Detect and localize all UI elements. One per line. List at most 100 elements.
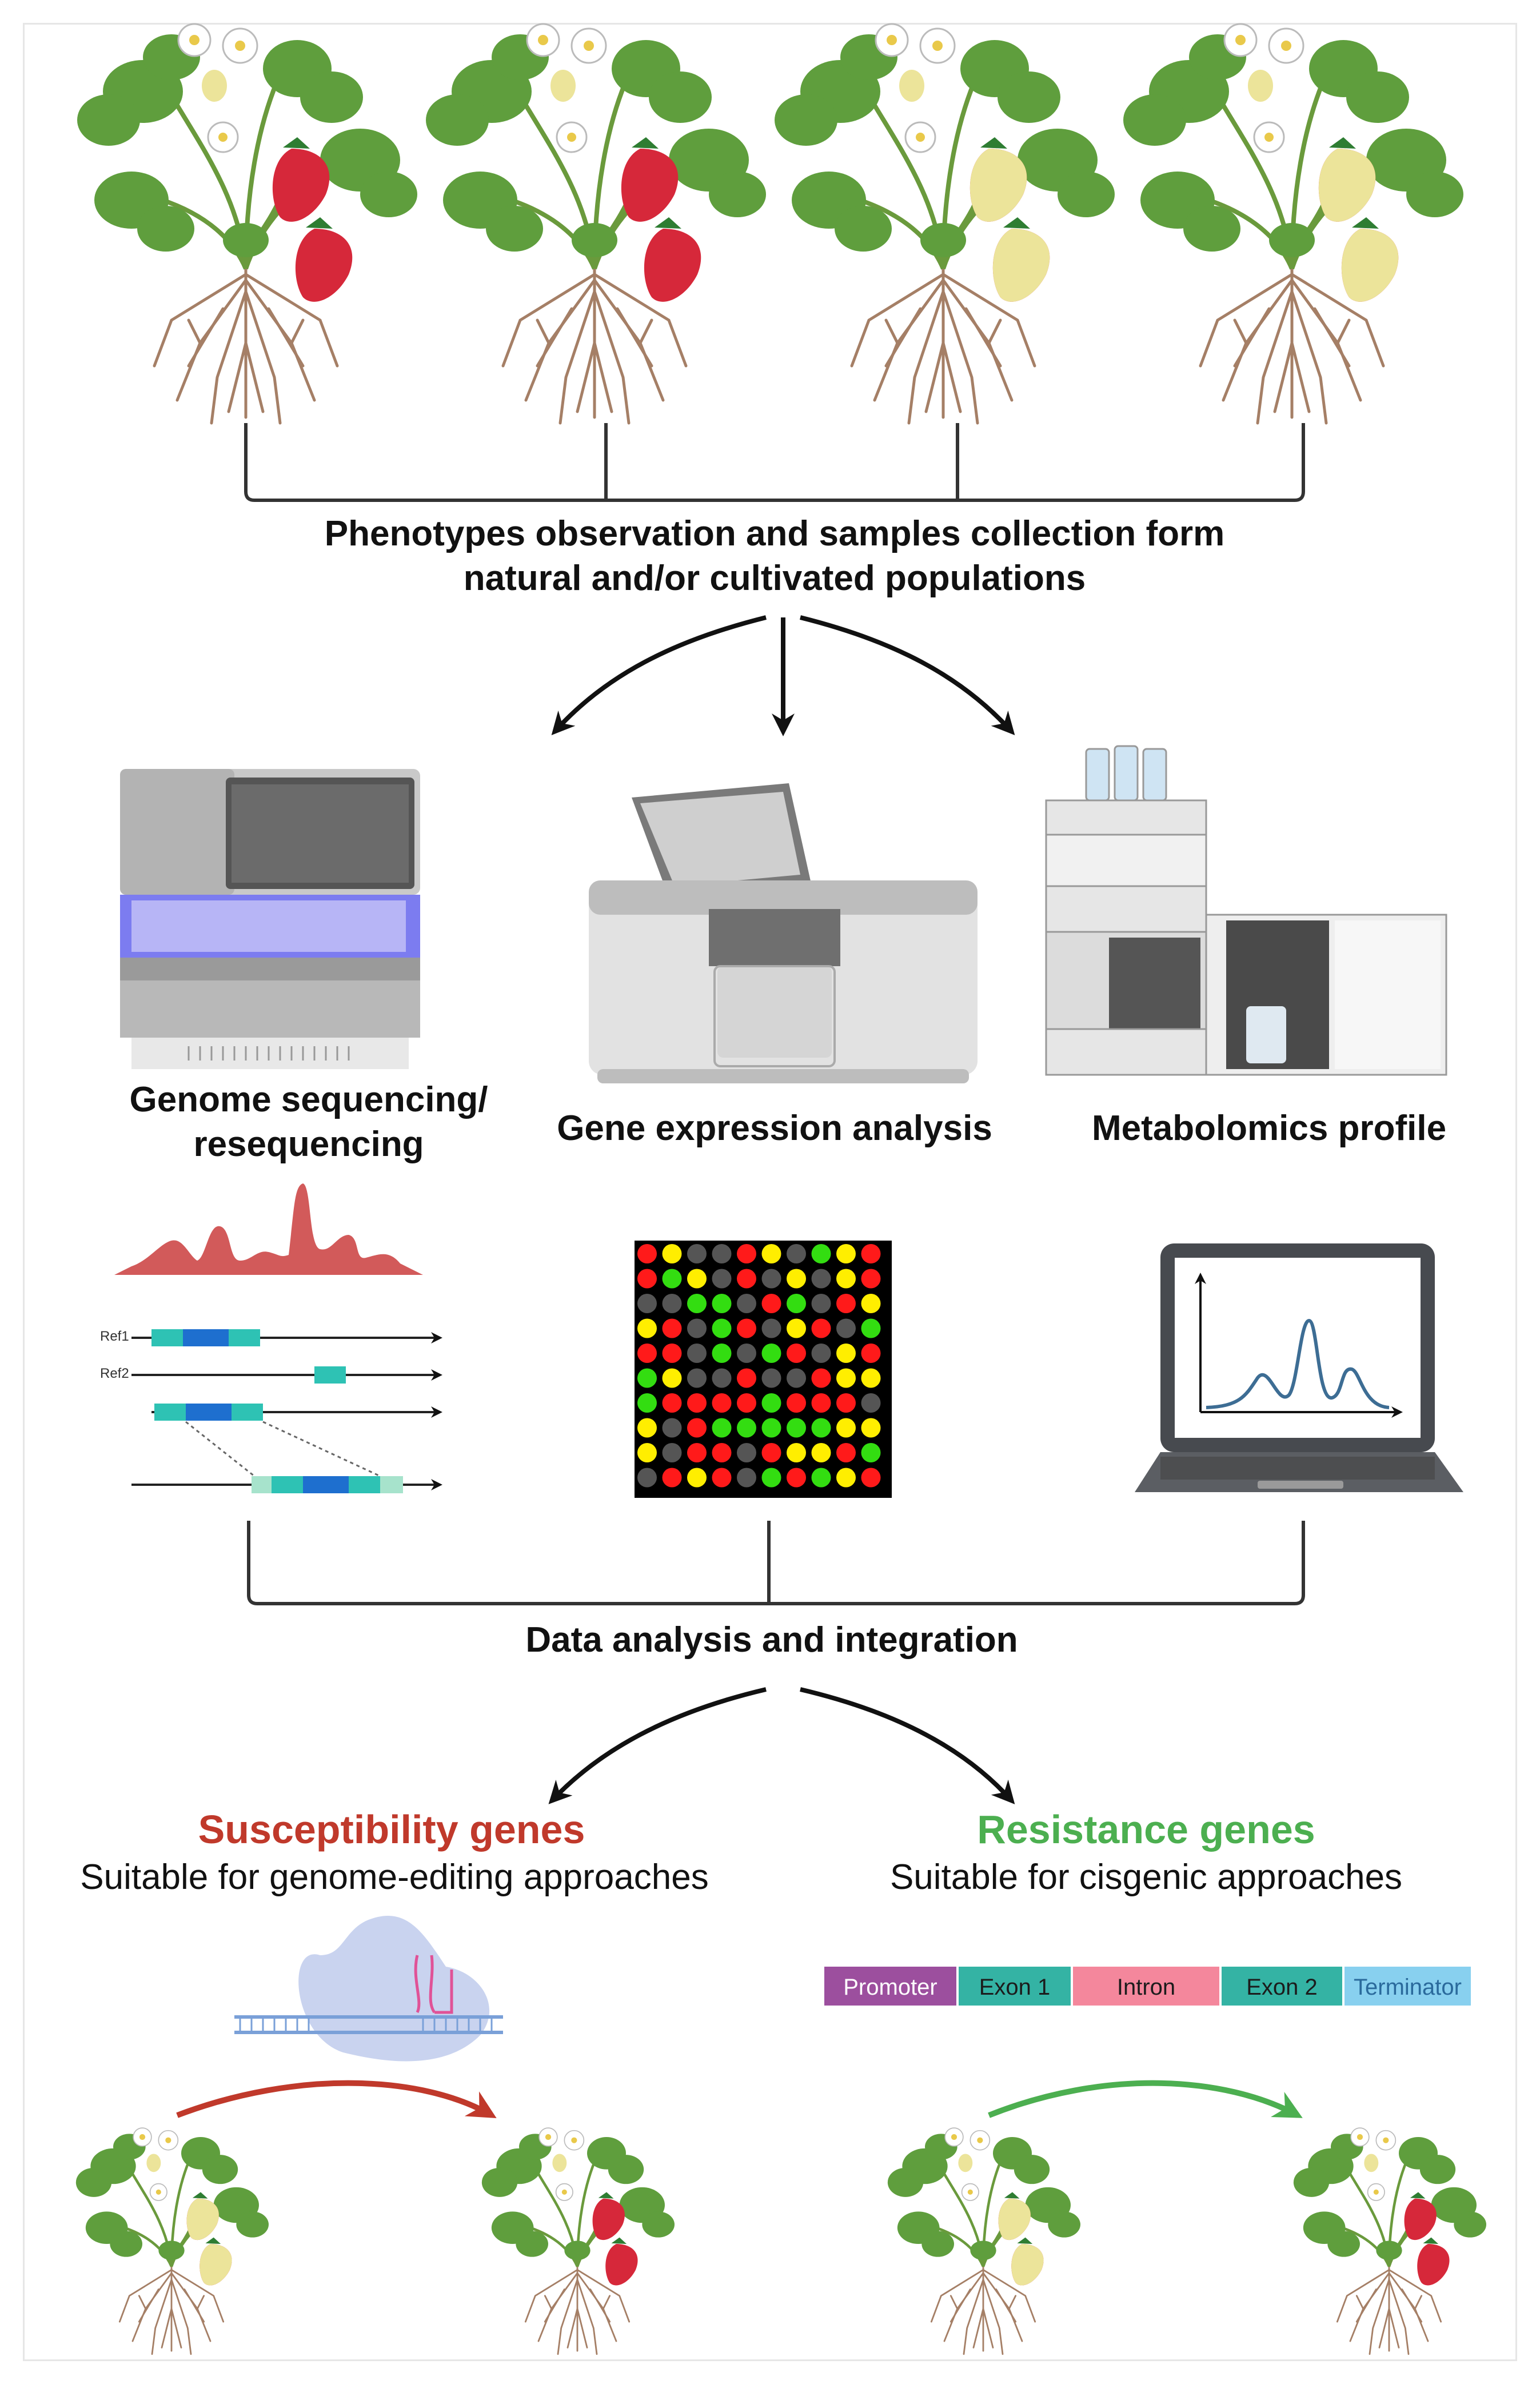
microarray-spot: [637, 1393, 657, 1413]
strawberry-plant-icon: [1294, 2128, 1486, 2354]
microarray-spot: [662, 1244, 682, 1263]
sequencing-peaks: [114, 1183, 423, 1275]
microarray-spot: [811, 1418, 831, 1438]
construct-terminator: Terminator: [1343, 1966, 1472, 2007]
microarray-spot: [687, 1418, 707, 1438]
microarray-spot: [861, 1368, 881, 1388]
microarray-spot: [787, 1393, 806, 1413]
microarray-spot: [737, 1368, 756, 1388]
microarray-spot: [787, 1244, 806, 1263]
microarray-spot: [637, 1294, 657, 1313]
microarray-spot: [687, 1269, 707, 1289]
plant-row-top: [77, 24, 1463, 423]
microarray-spot: [737, 1269, 756, 1289]
strawberry-plant-icon: [482, 2128, 675, 2354]
microarray-spot: [836, 1368, 856, 1388]
genome-caption: Genome sequencing/ resequencing: [80, 1078, 537, 1167]
microarray-spot: [637, 1244, 657, 1263]
susceptibility-subtitle: Suitable for genome-editing approaches: [80, 1857, 709, 1897]
microarray-spot: [737, 1468, 756, 1488]
microarray-spot: [761, 1344, 781, 1363]
construct-exon-2: Exon 2: [1220, 1966, 1343, 2007]
arrow-icon: [551, 615, 767, 735]
microarray-spot: [787, 1443, 806, 1462]
susceptibility-title: Susceptibility genes: [198, 1807, 585, 1852]
microarray-spot: [811, 1318, 831, 1338]
construct-intron: Intron: [1072, 1966, 1220, 2007]
microarray-spot: [787, 1368, 806, 1388]
microarray-spot: [737, 1244, 756, 1263]
microarray-spot: [761, 1318, 781, 1338]
microarray-spot: [712, 1368, 732, 1388]
microarray-spot: [662, 1393, 682, 1413]
microarray-spot: [687, 1393, 707, 1413]
microarray-spot: [787, 1344, 806, 1363]
microarray-spot: [761, 1244, 781, 1263]
microarray-spot: [836, 1468, 856, 1488]
microarray-spot: [637, 1269, 657, 1289]
microarray-spot: [811, 1393, 831, 1413]
microarray-spot: [687, 1468, 707, 1488]
microarray-spot: [787, 1318, 806, 1338]
microarray-grid: [635, 1241, 892, 1498]
microarray-spot: [737, 1443, 756, 1462]
expression-caption: Gene expression analysis: [557, 1109, 992, 1148]
crispr-dna-icon: [234, 1916, 503, 2062]
microarray-spot: [687, 1344, 707, 1363]
microarray-spot: [687, 1244, 707, 1263]
microarray-spot: [761, 1468, 781, 1488]
microarray-spot: [737, 1294, 756, 1313]
strawberry-plant-icon: [1123, 24, 1463, 423]
microarray-spot: [687, 1318, 707, 1338]
microarray-spot: [637, 1318, 657, 1338]
microarray-spot: [836, 1418, 856, 1438]
microarray-spot: [811, 1344, 831, 1363]
microarray-spot: [761, 1443, 781, 1462]
microarray-spot: [836, 1344, 856, 1363]
sampling-caption-line2: natural and/or cultivated populations: [463, 559, 1086, 598]
microarray-spot: [787, 1269, 806, 1289]
microarray-spot: [712, 1318, 732, 1338]
ref2-label: Ref2: [100, 1366, 129, 1381]
construct-promoter: Promoter: [823, 1966, 957, 2007]
resistance-subtitle: Suitable for cisgenic approaches: [889, 1857, 1403, 1897]
microarray-spot: [662, 1269, 682, 1289]
microarray-spot: [687, 1443, 707, 1462]
outcome-arrows: [548, 1687, 1015, 1804]
microarray-reader-icon: [589, 783, 978, 1083]
metabolomics-caption: Metabolomics profile: [1091, 1109, 1447, 1148]
microarray-spot: [811, 1468, 831, 1488]
strawberry-plant-icon: [888, 2128, 1080, 2354]
arrow-icon: [548, 1687, 767, 1804]
microarray-spot: [737, 1393, 756, 1413]
microarray-spot: [836, 1318, 856, 1338]
microarray-spot: [861, 1468, 881, 1488]
microarray-spot: [861, 1393, 881, 1413]
microarray-spot: [811, 1294, 831, 1313]
microarray-spot: [861, 1418, 881, 1438]
microarray-spot: [861, 1318, 881, 1338]
strawberry-plant-icon: [76, 2128, 269, 2354]
microarray-spot: [861, 1269, 881, 1289]
microarray-spot: [737, 1344, 756, 1363]
sampling-caption-line1: Phenotypes observation and samples colle…: [324, 514, 1225, 553]
microarray-spot: [662, 1294, 682, 1313]
microarray-spot: [662, 1418, 682, 1438]
resistance-title: Resistance genes: [977, 1807, 1315, 1852]
microarray-spot: [687, 1294, 707, 1313]
microarray-spot: [836, 1269, 856, 1289]
microarray-spot: [637, 1368, 657, 1388]
microarray-spot: [712, 1443, 732, 1462]
arrow-icon: [176, 2080, 497, 2119]
microarray-spot: [712, 1468, 732, 1488]
microarray-spot: [761, 1368, 781, 1388]
microarray-spot: [811, 1368, 831, 1388]
microarray-spot: [836, 1393, 856, 1413]
microarray-spot: [787, 1294, 806, 1313]
microarray-spot: [712, 1244, 732, 1263]
microarray-spot: [662, 1344, 682, 1363]
microarray-spot: [712, 1294, 732, 1313]
genome-caption-line2: resequencing: [193, 1125, 424, 1164]
microarray-spot: [836, 1294, 856, 1313]
microarray-spot: [761, 1294, 781, 1313]
